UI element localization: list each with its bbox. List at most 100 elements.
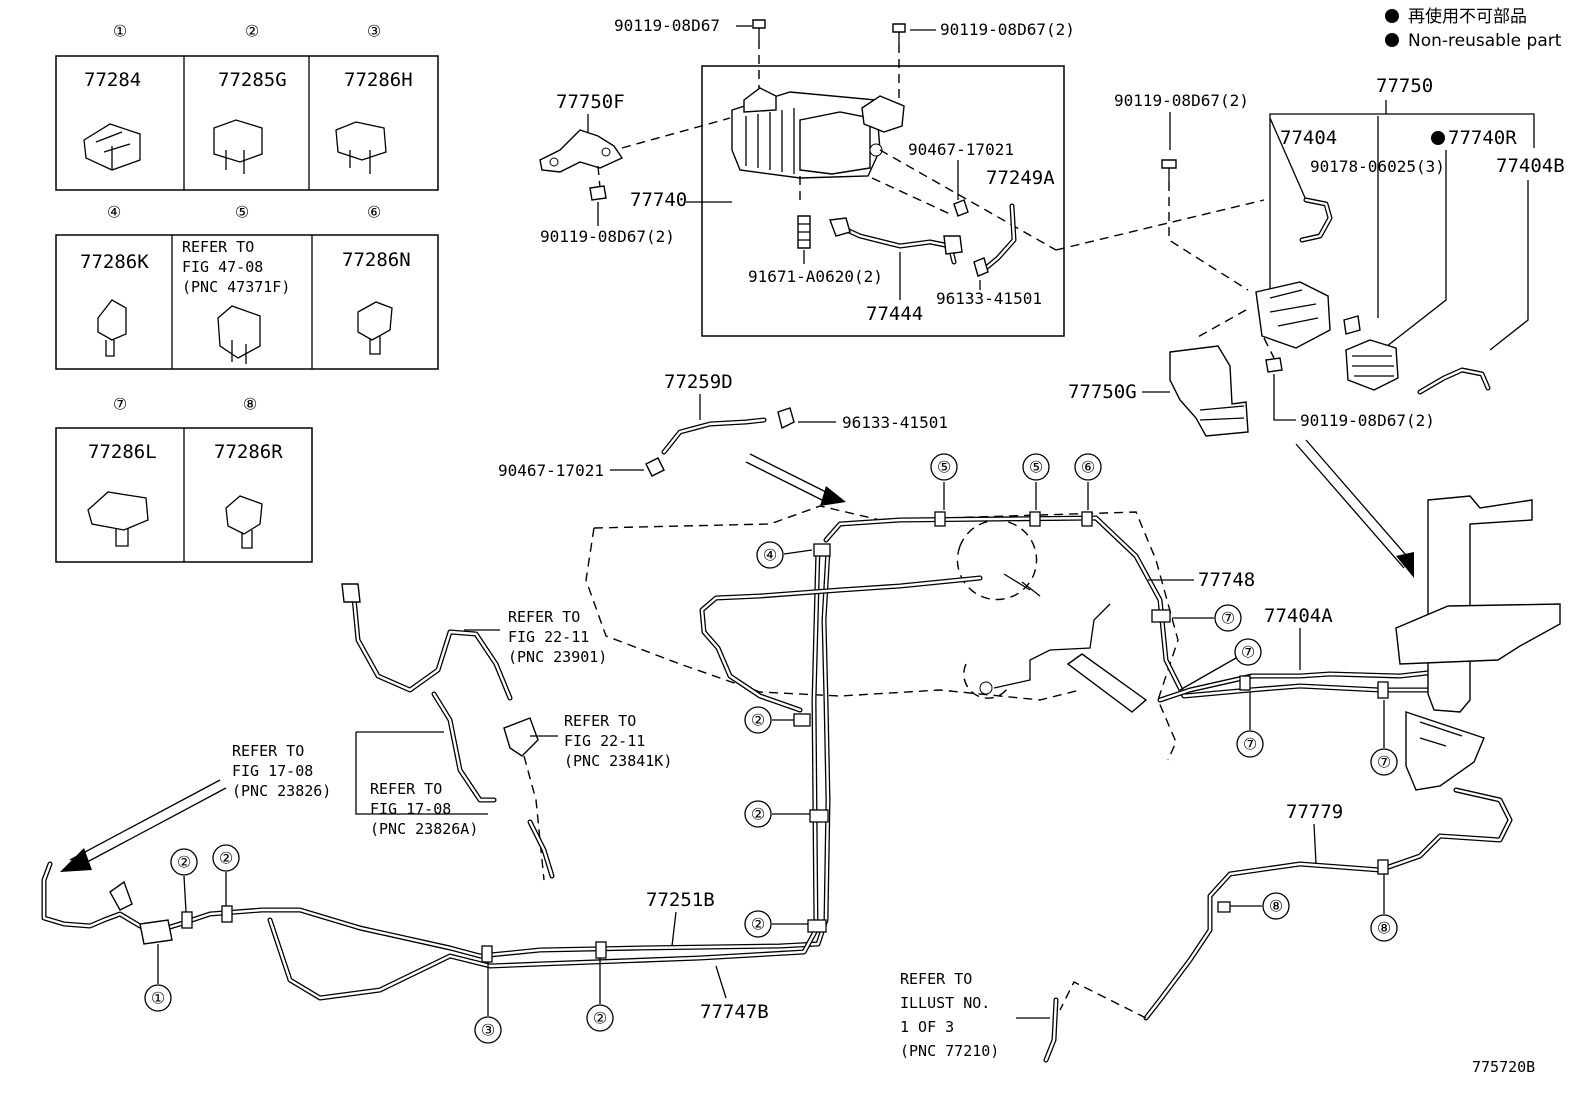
clip-77286k-icon [97,299,127,357]
ref-note: REFER TO [370,780,442,798]
ref-note: REFER TO [564,712,636,730]
clip-number: ② [245,22,259,41]
callout-4: ④ [763,546,777,565]
clip-ref-text: (PNC 47371F) [182,278,290,296]
callout-8: ⑧ [1377,919,1391,938]
callouts: ⑤ ⑤ ⑥ ④ 77748 77404A ⑦ ⑦ ⑦ ⑦ ② ② ② [144,453,1398,1044]
clip-ref-text: FIG 47-08 [182,258,263,276]
clip-number: ⑤ [235,203,249,222]
ref-note: ILLUST NO. [900,994,990,1012]
figure-id: 775720B [1472,1058,1535,1076]
clip-part-number: 77286K [80,251,149,273]
callout-2: ② [751,915,765,934]
part-label: 77249A [986,167,1055,189]
clip-number: ⑥ [367,203,381,222]
clip-77286l-icon [87,491,149,547]
callout-2: ② [751,711,765,730]
clip-47371f-icon [217,305,261,364]
hose-77259d-group: 77259D 96133-41501 90467-17021 [498,371,948,506]
clip-number: ⑦ [113,395,127,414]
clip-part-number: 77286L [88,441,157,463]
clip-icon [973,257,989,277]
part-label: 91671-A0620(2) [748,267,883,286]
ref-note: 1 OF 3 [900,1018,954,1036]
bolt-icon [1265,357,1283,373]
pipe-runs [41,495,1561,1063]
ref-note: REFER TO [232,742,304,760]
part-label: 77404A [1264,605,1333,627]
filter-77740r-icon [1345,339,1399,391]
hose-77404-icon [1299,197,1333,243]
bolt-icon [589,185,607,201]
non-reusable-dot-icon [1385,33,1399,47]
callout-7: ⑦ [1243,735,1257,754]
ref-note: (PNC 77210) [900,1042,999,1060]
reference-notes: REFER TO FIG 22-11 (PNC 23901) REFER TO … [232,608,1050,1060]
ref-note: FIG 22-11 [564,732,645,750]
clip-77286n-icon [357,301,393,355]
callout-7: ⑦ [1221,609,1235,628]
clip-part-number: 77284 [84,69,141,91]
clip-77285g-icon [213,119,263,174]
hose-77404b-icon [1417,367,1491,395]
callout-6: ⑥ [1081,458,1095,477]
clip-77286h-icon [335,121,387,174]
part-label: 77747B [700,1001,769,1023]
part-label: 90119-08D67(2) [940,20,1075,39]
part-label: 77779 [1286,801,1343,823]
part-label: 77740R [1448,127,1517,149]
part-label: 77750 [1376,75,1433,97]
bolt-icon [892,23,906,44]
part-label: 90119-08D67 [614,16,720,35]
callout-5: ⑤ [937,458,951,477]
ref-note: REFER TO [508,608,580,626]
part-label: 77740 [630,189,687,211]
part-label: 77251B [646,889,715,911]
part-label: 90119-08D67(2) [1114,91,1249,110]
clip-table: ① ② ③ 77284 77285G 77286H ④ ⑤ ⑥ 77286K R… [55,22,439,563]
ref-note: FIG 17-08 [370,800,451,818]
part-label: 77259D [664,371,733,393]
callout-2: ② [177,853,191,872]
ref-note: (PNC 23826A) [370,820,478,838]
vsv-valve-icon [1255,281,1331,349]
canister-group: 90119-08D67 90119-08D67(2) 77750F 90119-… [539,16,1075,337]
part-label: 77444 [866,303,923,325]
part-label: 90467-17021 [908,140,1014,159]
clip-number: ① [113,22,127,41]
callout-3: ③ [481,1021,495,1040]
ref-note: FIG 22-11 [508,628,589,646]
clip-table-row [55,234,439,370]
legend-text-jp: 再使用不可部品 [1408,6,1527,27]
bolt-icon [1161,159,1177,182]
clip-icon [777,407,795,430]
clip-part-number: 77286H [344,69,413,91]
clip-part-number: 77286N [342,249,411,271]
fuel-tank-outline [585,505,1179,761]
non-reusable-dot-icon [1385,9,1399,23]
callout-5: ⑤ [1029,458,1043,477]
ref-note: (PNC 23901) [508,648,607,666]
clip-ref-text: REFER TO [182,238,254,256]
bolt-icon [752,19,766,40]
part-label: 77404 [1280,127,1337,149]
non-reusable-dot-icon [1431,131,1445,145]
clip-number: ③ [367,22,381,41]
callout-7: ⑦ [1377,753,1391,772]
canister-box [701,65,1065,337]
ref-note: (PNC 23841K) [564,752,672,770]
part-label: 90467-17021 [498,461,604,480]
assembly-77750-group: 90119-08D67(2) 77750 77404 77740R 90178-… [1055,75,1565,578]
bracket-77750f-icon [539,129,624,173]
callout-1: ① [151,989,165,1008]
part-label: 77750G [1068,381,1137,403]
clip-number: ④ [107,203,121,222]
clamp-icon [645,457,665,477]
callout-2: ② [219,849,233,868]
bolt-icon [797,215,811,249]
callout-8: ⑧ [1269,897,1283,916]
part-label: 77750F [556,91,625,113]
clip-table-row [55,55,439,191]
canister-mounted-icon [1395,495,1561,791]
legend: 再使用不可部品 Non-reusable part [1385,6,1562,51]
